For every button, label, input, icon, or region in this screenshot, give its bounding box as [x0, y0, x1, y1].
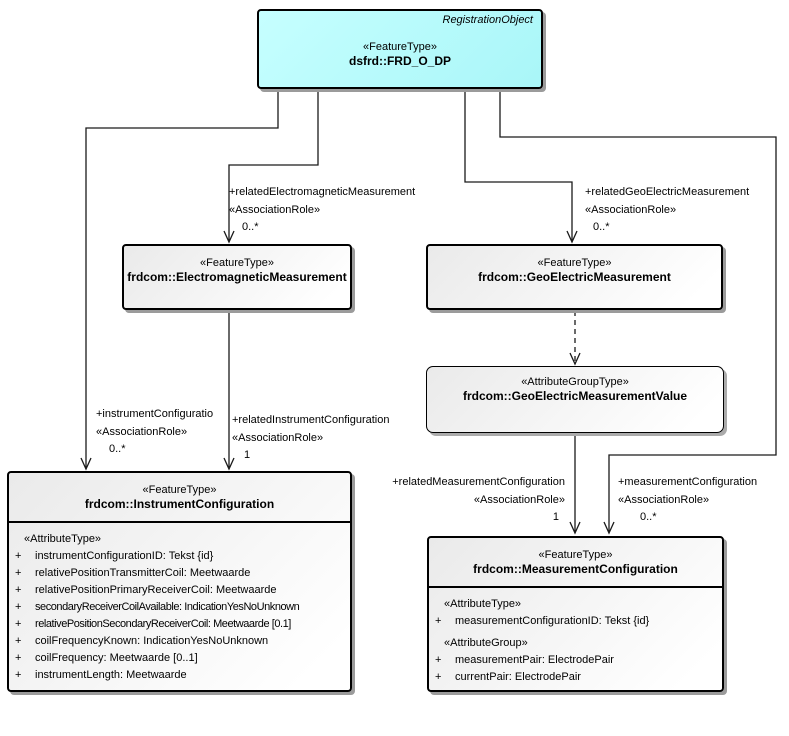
class-gev-name: frdcom::GeoElectricMeasurementValue [462, 389, 688, 403]
visibility-sign: + [15, 634, 22, 647]
attribute-row: + relativePositionTransmitterCoil: Meetwa… [9, 564, 350, 581]
class-em-name: frdcom::ElectromagneticMeasurement [127, 270, 347, 284]
role-multiplicity: 0..* [109, 443, 126, 455]
attribute-text: relativePositionPrimaryReceiverCoil: Mee… [35, 583, 277, 596]
class-geoelectric-measurement[interactable]: «FeatureType» frdcom::GeoElectricMeasure… [426, 244, 723, 310]
attribute-text: coilFrequencyKnown: IndicationYesNoUnkno… [35, 634, 269, 647]
class-measurement-configuration[interactable]: «FeatureType» frdcom::MeasurementConfigu… [427, 536, 724, 692]
connector-frd-to-geoelectricmeasurement [464, 89, 573, 241]
attribute-section-header: «AttributeGroup» [444, 636, 528, 649]
attribute-section-header: «AttributeType» [24, 532, 102, 545]
role-name: +instrumentConfiguratio [96, 408, 214, 420]
attribute-text: measurementPair: ElectrodePair [455, 653, 614, 666]
role-stereotype: «AssociationRole» [232, 431, 324, 444]
mc-attribute-compartment: «AttributeType» + measurementConfiguratio… [429, 588, 722, 685]
attribute-row: + instrumentConfigurationID: Tekst {id} [9, 547, 350, 564]
label-instrument-configuration: +instrumentConfiguratio «AssociationRole… [96, 406, 213, 459]
role-name: +measurementConfiguration [618, 476, 758, 488]
attribute-row: + relativePositionPrimaryReceiverCoil: Me… [9, 581, 350, 598]
class-ge-name: frdcom::GeoElectricMeasurement [478, 270, 671, 284]
arrowhead-frd-to-electromagneticmeasurement [223, 230, 235, 244]
label-related-electromagnetic-measurement: +relatedElectromagneticMeasurement «Asso… [229, 184, 415, 237]
class-frd-o-dp[interactable]: RegistrationObject «FeatureType» dsfrd::… [257, 9, 543, 89]
label-measurement-configuration: +measurementConfiguration «AssociationRo… [618, 474, 757, 527]
role-multiplicity: 1 [244, 449, 251, 461]
role-multiplicity: 0..* [640, 511, 657, 523]
class-electromagnetic-measurement[interactable]: «FeatureType» frdcom::ElectromagneticMea… [122, 244, 352, 310]
connector-frd-to-instrumentconfiguration [85, 89, 279, 468]
role-multiplicity: 0..* [242, 221, 259, 233]
class-frd-o-dp-stereotype: «FeatureType» [363, 41, 437, 53]
attribute-row: + secondaryReceiverCoilAvailable: Indicat… [9, 598, 350, 615]
class-ic-name: frdcom::InstrumentConfiguration [84, 497, 275, 511]
attribute-text: relativePositionTransmitterCoil: Meetwaa… [35, 566, 251, 579]
label-related-measurement-configuration: +relatedMeasurementConfiguration «Associ… [392, 474, 565, 527]
visibility-sign: + [15, 583, 22, 596]
compartment-divider [427, 586, 724, 588]
connector-frd-to-electromagneticmeasurement [228, 89, 319, 241]
role-name: +relatedGeoElectricMeasurement [585, 186, 750, 198]
attribute-text: relativePositionSecondaryReceiverCoil: M… [35, 617, 291, 630]
class-ge-stereotype: «FeatureType» [537, 257, 612, 269]
attribute-row: + instrumentLength: Meetwaarde [9, 666, 350, 683]
class-frd-o-dp-tag: RegistrationObject [442, 14, 534, 26]
ic-attribute-compartment: «AttributeType» + instrumentConfiguration… [9, 523, 350, 683]
role-name: +relatedMeasurementConfiguration [392, 476, 565, 488]
connector-frd-to-measurementconfiguration [499, 89, 777, 532]
visibility-sign: + [15, 617, 22, 630]
arrowhead-frd-to-measurementconfiguration [603, 521, 615, 535]
role-stereotype: «AssociationRole» [618, 493, 710, 506]
attribute-text: instrumentConfigurationID: Tekst {id} [35, 549, 214, 562]
attribute-text: instrumentLength: Meetwaarde [35, 668, 187, 681]
arrowhead-gev-to-measurementconfiguration [569, 521, 581, 535]
class-geoelectric-measurement-value[interactable]: «AttributeGroupType» frdcom::GeoElectric… [426, 366, 724, 433]
role-stereotype: «AssociationRole» [96, 425, 188, 438]
visibility-sign: + [15, 566, 22, 579]
visibility-sign: + [15, 549, 22, 562]
class-em-stereotype: «FeatureType» [200, 257, 274, 269]
attribute-row: + measurementPair: ElectrodePair [429, 651, 722, 668]
attribute-text: coilFrequency: Meetwaarde [0..1] [35, 651, 198, 664]
label-related-geoelectric-measurement: +relatedGeoElectricMeasurement «Associat… [585, 184, 749, 237]
attribute-row: + coilFrequencyKnown: IndicationYesNoUnkn… [9, 632, 350, 649]
class-mc-name: frdcom::MeasurementConfiguration [473, 562, 678, 576]
attribute-text: currentPair: ElectrodePair [455, 670, 581, 683]
arrowhead-frd-to-geoelectricmeasurement [566, 230, 578, 244]
visibility-sign: + [15, 651, 22, 664]
role-stereotype: «AssociationRole» [229, 203, 321, 216]
class-ic-stereotype: «FeatureType» [142, 484, 217, 496]
attribute-text: measurementConfigurationID: Tekst {id} [455, 614, 650, 627]
arrowhead-ge-to-geoelectricvalue [569, 352, 581, 366]
arrowhead-em-to-instrumentconfiguration [223, 457, 235, 471]
class-frd-o-dp-name: dsfrd::FRD_O_DP [348, 54, 451, 68]
visibility-sign: + [15, 668, 22, 681]
visibility-sign: + [435, 653, 442, 666]
class-gev-stereotype: «AttributeGroupType» [521, 376, 629, 388]
role-name: +relatedInstrumentConfiguration [232, 414, 390, 426]
role-stereotype: «AssociationRole» [585, 203, 677, 216]
label-related-instrument-configuration: +relatedInstrumentConfiguration «Associa… [232, 412, 389, 465]
attribute-row: + relativePositionSecondaryReceiverCoil: … [9, 615, 350, 632]
visibility-sign: + [15, 600, 22, 613]
role-stereotype: «AssociationRole» [473, 493, 565, 506]
role-multiplicity: 0..* [593, 221, 610, 233]
class-instrument-configuration[interactable]: «FeatureType» frdcom::InstrumentConfigur… [7, 471, 352, 692]
attribute-row: + coilFrequency: Meetwaarde [0..1] [9, 649, 350, 666]
attribute-section-header: «AttributeType» [444, 597, 522, 610]
visibility-sign: + [435, 670, 442, 683]
compartment-divider [7, 521, 352, 523]
attribute-row: + measurementConfigurationID: Tekst {id} [429, 612, 722, 629]
visibility-sign: + [435, 614, 442, 627]
attribute-row: + currentPair: ElectrodePair [429, 668, 722, 685]
attribute-text: secondaryReceiverCoilAvailable: Indicati… [35, 600, 300, 613]
role-name: +relatedElectromagneticMeasurement [229, 186, 416, 198]
class-mc-stereotype: «FeatureType» [538, 549, 613, 561]
arrowhead-frd-to-instrumentconfiguration [80, 457, 92, 471]
role-multiplicity: 1 [552, 511, 559, 523]
